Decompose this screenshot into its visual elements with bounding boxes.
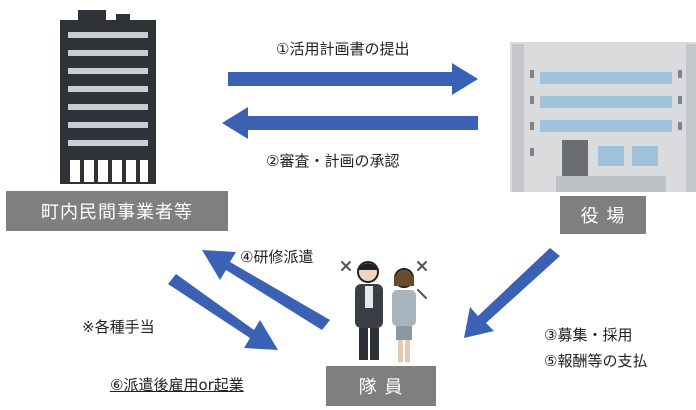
business-building-icon [60,10,156,184]
members-people-icon [341,261,427,362]
arrow-training-dispatch [202,250,330,330]
town-office-label: 役 場 [560,196,646,234]
arrow-approval [222,107,478,139]
flow-pay-text: ⑤報酬等の支払 [544,352,648,370]
arrow-submit-plan [228,63,478,95]
flow-recruit-text: ③募集・採用 [544,326,633,344]
flow-post-dispatch-text: ⑥派遣後雇用or起業 [110,376,244,394]
town-office-building-icon [510,42,696,192]
member-label: 隊 員 [326,366,436,406]
allowance-text: ※各種手当 [82,318,155,336]
business-label: 町内民間事業者等 [6,191,228,231]
flow-approval-text: ②審査・計画の承認 [266,152,400,170]
arrow-post-dispatch [168,274,278,350]
arrow-recruit-pay [464,248,560,338]
flow-training-dispatch-text: ④研修派遣 [240,248,314,266]
flow-submit-plan-text: ①活用計画書の提出 [276,40,410,58]
